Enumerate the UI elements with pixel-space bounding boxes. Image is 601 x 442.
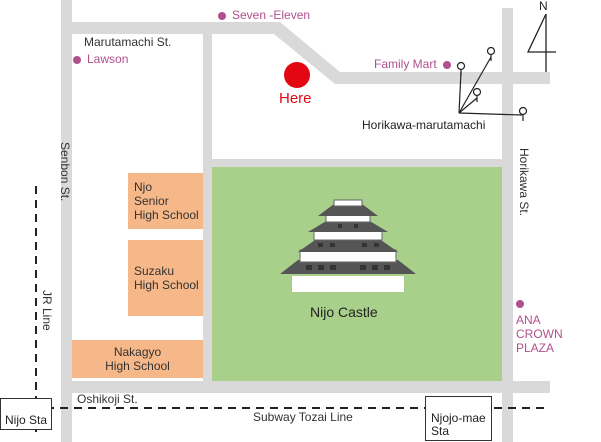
here-marker [284, 62, 310, 88]
station-label: Njojo-mae Sta [431, 411, 486, 438]
family-mart-marker [443, 61, 451, 69]
jr-line-label: JR Line [40, 290, 54, 331]
inner-vertical-road [203, 28, 212, 382]
oshikoji-street [61, 381, 550, 393]
senbon-street-label: Senbon St. [58, 142, 72, 202]
north-compass-icon [526, 13, 556, 72]
ana-crown-plaza-marker [516, 300, 524, 308]
suzaku-high-school: Suzaku High School [128, 240, 203, 316]
nakagyo-high-school: Nakagyo High School [72, 340, 203, 378]
subway-tozai-line-label: Subway Tozai Line [253, 410, 353, 424]
road-network [61, 0, 550, 442]
castle-icon [280, 199, 416, 292]
compass-north-label: N [539, 0, 548, 13]
nijo-senior-high-school: Njo Senior High School [128, 173, 203, 229]
bus-stop-icon [472, 87, 482, 102]
station-label: Nijo Sta [5, 413, 48, 427]
family-mart-label: Family Mart [374, 57, 437, 71]
seven-eleven-label: Seven -Eleven [232, 8, 311, 22]
ana-crown-plaza-label: ANA CROWN PLAZA [516, 313, 563, 355]
bus-stop-icon [518, 106, 528, 121]
nijo-station: Nijo Sta [0, 398, 53, 430]
marutamachi-street-label: Marutamachi St. [84, 35, 172, 49]
bus-stop-label: Horikawa-marutamachi [362, 118, 486, 132]
seven-eleven-marker [218, 12, 226, 20]
bus-stops [456, 46, 528, 121]
horikawa-street-label: Horikawa St. [517, 148, 531, 217]
bus-stop-icon [456, 61, 466, 76]
lawson-marker [73, 56, 81, 64]
bus-stop-icon [486, 46, 496, 61]
school-label: Njo Senior High School [134, 180, 199, 222]
inner-horizontal-road [208, 159, 506, 167]
nijo-castle-label: Nijo Castle [310, 304, 378, 320]
senbon-street [61, 0, 72, 442]
school-label: Nakagyo High School [105, 345, 170, 373]
horikawa-street [502, 8, 513, 442]
oshikoji-street-label: Oshikoji St. [77, 392, 138, 406]
nijojo-mae-station: Njojo-mae Sta [425, 396, 492, 441]
lawson-label: Lawson [87, 52, 129, 66]
here-label: Here [279, 90, 312, 107]
school-label: Suzaku High School [134, 264, 199, 292]
marutamachi-street [61, 22, 550, 84]
